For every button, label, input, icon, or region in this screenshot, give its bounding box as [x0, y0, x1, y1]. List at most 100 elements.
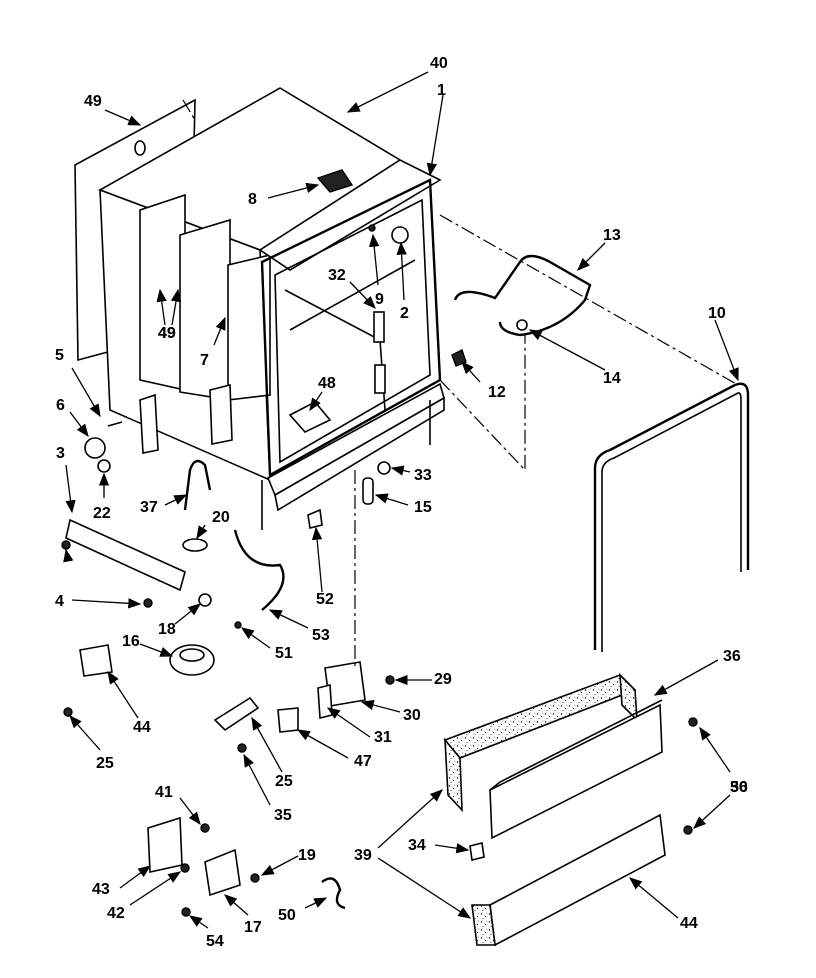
- screw-7b: [143, 598, 153, 608]
- leader-52: [268, 609, 309, 629]
- bracket-left: [139, 393, 159, 454]
- leader-14: [528, 329, 606, 371]
- tub-interior-edge: [284, 289, 386, 411]
- nut-33: [377, 461, 391, 475]
- leader-16: [107, 670, 139, 719]
- callout-label-16: 16: [122, 633, 140, 650]
- leader-54: [304, 897, 328, 909]
- leader-5: [71, 367, 101, 418]
- leader-49-mid2: [170, 288, 182, 326]
- foam-end-35: [444, 737, 463, 813]
- drain-hose-37: [183, 459, 212, 511]
- vent-knob-2: [391, 226, 409, 244]
- callout-leaders: [63, 71, 739, 929]
- callout-label-51: 51: [275, 645, 293, 662]
- callout-label-50: 50: [278, 907, 296, 924]
- screw-17: [250, 873, 260, 883]
- callout-label-50: 50: [730, 779, 748, 796]
- screw-7a: [61, 540, 71, 550]
- leader-32: [349, 281, 376, 309]
- inlet-valve-16: [79, 644, 113, 677]
- leader-17: [260, 855, 299, 876]
- callout-label-39: 39: [354, 847, 372, 864]
- plate-31: [277, 707, 299, 733]
- nut-4: [198, 593, 212, 607]
- insulation-strip-1: [139, 193, 186, 391]
- callout-label-7: 7: [200, 352, 209, 369]
- callout-label-8: 8: [248, 191, 257, 208]
- float-15: [362, 477, 374, 505]
- callout-label-19: 19: [298, 847, 316, 864]
- callout-label-49: 49: [84, 93, 102, 110]
- callout-label-6: 6: [56, 397, 65, 414]
- fill-hose-52: [233, 529, 285, 611]
- callout-label-44: 44: [680, 915, 698, 932]
- callout-label-31: 31: [374, 729, 392, 746]
- leader-4: [174, 603, 202, 625]
- leader-25-bottom: [243, 753, 271, 806]
- leader-33: [390, 465, 411, 476]
- insulation-strip-3: [227, 253, 271, 401]
- dash-blanket: [182, 99, 196, 121]
- leader-41: [119, 865, 152, 889]
- leader-47: [251, 716, 283, 773]
- heater-clamp-48: [288, 400, 332, 433]
- leader-34: [629, 877, 679, 919]
- screw-44: [63, 707, 73, 717]
- callout-label-29: 29: [434, 671, 452, 688]
- leader-30: [326, 707, 371, 738]
- callout-label-47: 47: [354, 753, 372, 770]
- lever-47: [213, 696, 260, 732]
- callout-label-34: 34: [408, 837, 426, 854]
- leader-3: [65, 464, 76, 514]
- leader-29: [360, 699, 401, 713]
- vent-tube-13: [453, 254, 592, 337]
- cover-42: [204, 848, 241, 897]
- leader-31: [296, 729, 349, 759]
- screw-9: [368, 224, 376, 232]
- callout-label-20: 20: [212, 509, 230, 526]
- leader-49-mid1: [156, 288, 167, 326]
- leader-49-right: [213, 316, 226, 346]
- callout-label-30: 30: [403, 707, 421, 724]
- hose-clamp-20: [182, 538, 208, 552]
- callout-label-32: 32: [328, 267, 346, 284]
- leader-13: [577, 242, 606, 271]
- callout-label-9: 9: [375, 291, 384, 308]
- vent-part-8: [316, 169, 354, 193]
- callout-label-54: 54: [206, 933, 224, 950]
- callout-label-37: 37: [140, 499, 158, 516]
- callout-label-35: 35: [274, 807, 292, 824]
- leader-42: [224, 894, 249, 916]
- callout-label-25: 25: [96, 755, 114, 772]
- leader-7-top: [63, 548, 74, 563]
- callout-label-13: 13: [603, 227, 621, 244]
- leader-2: [396, 241, 407, 301]
- callout-label-40: 40: [430, 55, 448, 72]
- grommet-6: [84, 437, 106, 459]
- callout-label-53: 53: [312, 627, 330, 644]
- clip-39: [469, 842, 485, 861]
- leader-9: [368, 233, 380, 286]
- callout-label-22: 22: [93, 505, 111, 522]
- leader-7: [71, 598, 142, 609]
- callout-label-42: 42: [107, 905, 125, 922]
- junction-box-41: [147, 816, 183, 873]
- plug-22: [97, 459, 111, 473]
- leader-18: [311, 526, 323, 593]
- callout-label-12: 12: [488, 384, 506, 401]
- callout-label-48: 48: [318, 375, 336, 392]
- leader-48: [309, 391, 323, 412]
- clip-54: [321, 877, 346, 910]
- callout-label-36: 36: [730, 779, 748, 796]
- callout-label-49: 49: [158, 325, 176, 342]
- tub-toe-rail: [274, 396, 445, 512]
- callout-label-17: 17: [244, 919, 262, 936]
- clip-18: [307, 508, 323, 529]
- leader-49-top: [104, 109, 142, 126]
- tub-assembly: [74, 87, 445, 530]
- screw-25b: [237, 743, 247, 753]
- funnel-base-32: [374, 364, 386, 394]
